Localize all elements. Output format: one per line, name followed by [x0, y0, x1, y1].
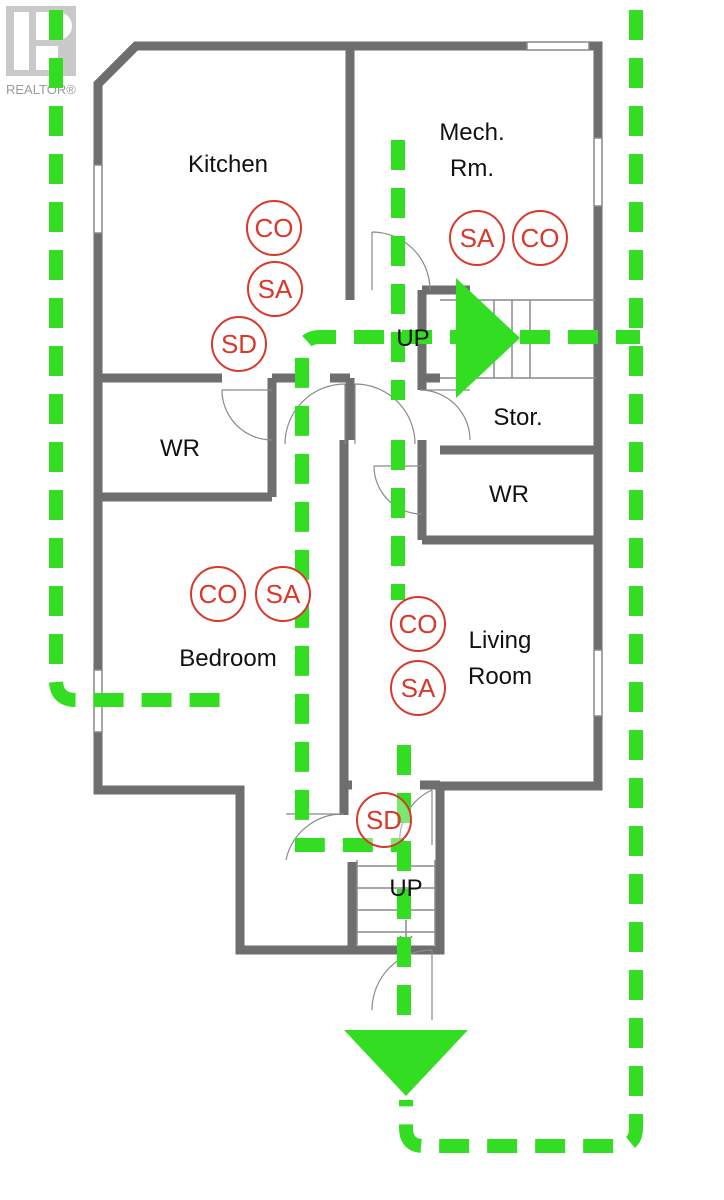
brokerage-watermark: BAY STREET GROUP INC. Brokerage — [228, 1154, 495, 1171]
arrow-right-icon — [456, 278, 520, 398]
room-label-storage: Stor. — [493, 404, 542, 431]
room-label-bedroom: Bedroom — [179, 645, 276, 672]
detector-badge-kitchen-sa: SA — [247, 261, 303, 317]
svg-text:SD: SD — [366, 805, 402, 835]
arrow-down-icon — [344, 1030, 468, 1096]
escape-route-right — [399, 10, 643, 1153]
svg-text:CO: CO — [255, 213, 294, 243]
room-label-wr-right: WR — [489, 481, 529, 508]
detector-badge-living-sa: SA — [390, 660, 446, 716]
svg-text:SA: SA — [266, 579, 301, 609]
room-labels: Kitchen Mech. Rm. WR WR Stor. Bedroom Li… — [160, 119, 543, 902]
detector-badges: CO SA SD SA CO CO SA CO — [190, 200, 568, 848]
room-label-mech-line1: Mech. — [439, 119, 504, 146]
detector-badge-bedroom-co: CO — [190, 566, 246, 622]
room-label-wr-left: WR — [160, 435, 200, 462]
svg-text:SD: SD — [221, 329, 257, 359]
door-swings — [221, 231, 471, 1020]
lower-stairs — [356, 860, 436, 946]
escape-routes — [49, 10, 643, 1153]
realtor-logo-text: REALTOR® — [6, 82, 76, 97]
svg-text:SA: SA — [401, 673, 436, 703]
detector-badge-bedroom-sa: SA — [255, 566, 311, 622]
detector-badge-kitchen-sd: SD — [211, 316, 267, 372]
room-label-living-line1: Living — [469, 627, 532, 654]
realtor-logo: REALTOR® — [6, 6, 76, 97]
escape-route-kitchen — [295, 330, 480, 852]
svg-text:CO: CO — [199, 579, 238, 609]
detector-badge-kitchen-co: CO — [246, 200, 302, 256]
svg-text:CO: CO — [521, 223, 560, 253]
detector-badge-living-co: CO — [390, 596, 446, 652]
escape-route-left — [49, 10, 230, 707]
detector-badge-entry-sd: SD — [356, 792, 412, 848]
svg-text:CO: CO — [399, 609, 438, 639]
room-label-mech-line2: Rm. — [450, 155, 494, 182]
stair-label-upper: UP — [396, 325, 429, 352]
room-label-kitchen: Kitchen — [188, 151, 268, 178]
svg-text:SA: SA — [258, 274, 293, 304]
detector-badge-mech-co: CO — [512, 210, 568, 266]
room-label-living-line2: Room — [468, 663, 532, 690]
escape-arrows — [344, 278, 520, 1096]
svg-text:SA: SA — [460, 223, 495, 253]
stair-label-lower: UP — [389, 875, 422, 902]
walls — [93, 41, 603, 955]
detector-badge-mech-sa: SA — [449, 210, 505, 266]
